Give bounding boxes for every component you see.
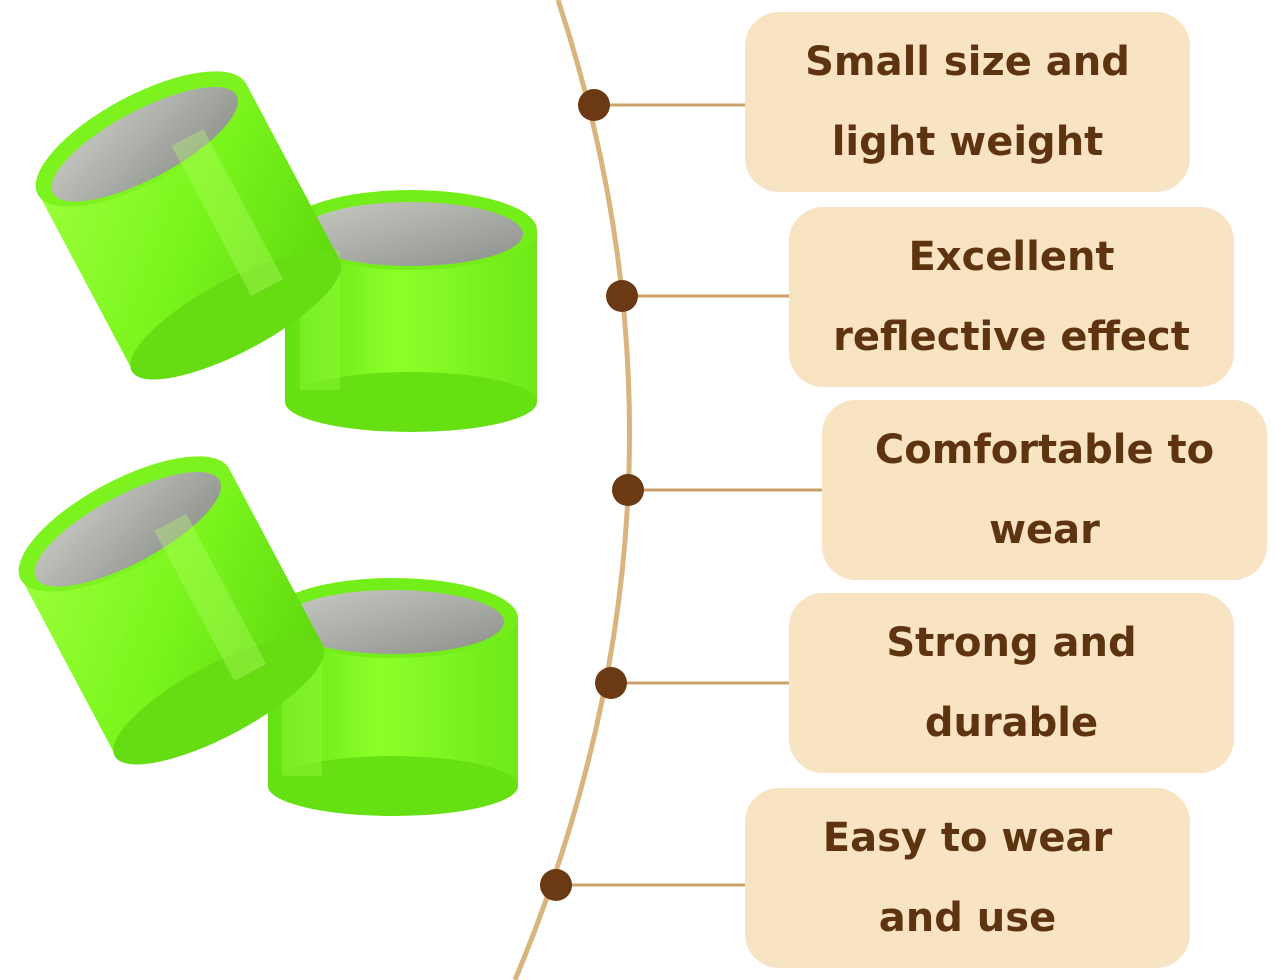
timeline-dot xyxy=(612,474,644,506)
timeline-dot xyxy=(578,89,610,121)
slap-band-icon xyxy=(268,578,518,816)
connectors xyxy=(556,103,822,887)
slap-band-icon xyxy=(285,190,537,432)
feature-text: Strong and durable xyxy=(886,620,1137,746)
feature-card-comfortable: Comfortable to wear xyxy=(822,400,1267,580)
slap-band-icon xyxy=(35,71,342,380)
feature-card-durable: Strong and durable xyxy=(789,593,1234,773)
feature-card-easy-use: Easy to wear and use xyxy=(745,788,1190,968)
feature-text: Comfortable to wear xyxy=(874,427,1215,553)
timeline-dot xyxy=(606,280,638,312)
timeline-dots xyxy=(540,89,644,901)
timeline-dot xyxy=(540,869,572,901)
feature-text: Small size and light weight xyxy=(805,39,1130,165)
band-pair-top xyxy=(35,71,537,432)
slap-band-icon xyxy=(18,456,325,765)
band-pair-bottom xyxy=(18,456,518,816)
feature-text: Excellent reflective effect xyxy=(833,234,1190,360)
feature-card-small-light: Small size and light weight xyxy=(745,12,1190,192)
feature-text: Easy to wear and use xyxy=(822,815,1113,941)
timeline-dot xyxy=(595,667,627,699)
feature-card-reflective: Excellent reflective effect xyxy=(789,207,1234,387)
